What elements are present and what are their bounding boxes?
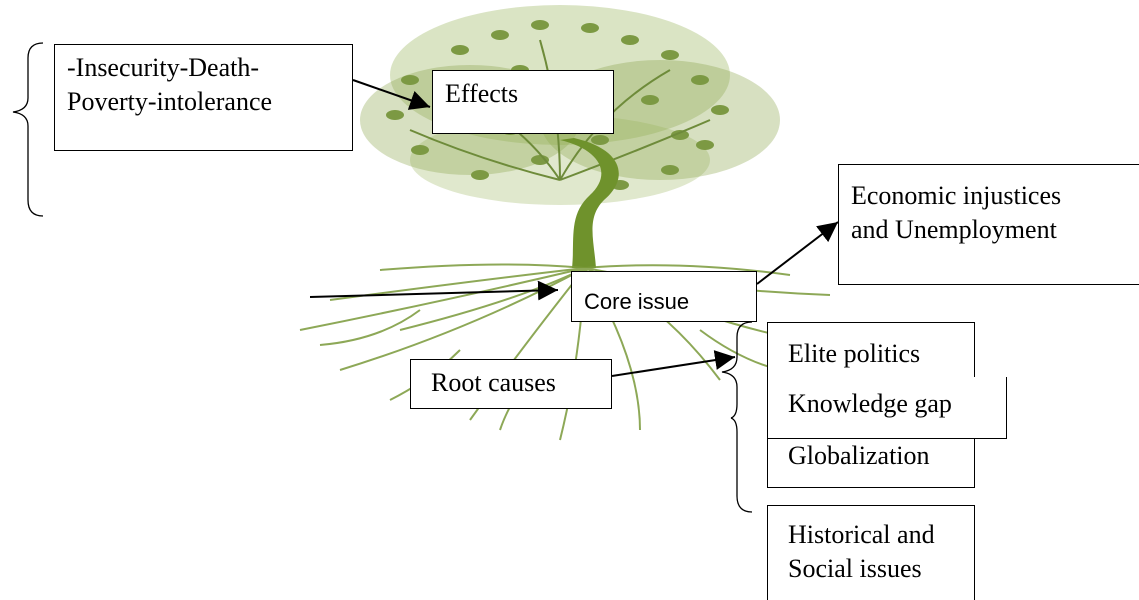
effects-list-line-1: -Insecurity-Death-: [67, 53, 260, 82]
arrow-to-effects: [352, 79, 431, 110]
economic-line-2: and Unemployment: [851, 214, 1057, 244]
historical-line-1: Historical and: [788, 520, 935, 549]
cause-elite-politics-box: Elite politics: [767, 322, 975, 378]
historical-line-2: Social issues: [788, 553, 922, 583]
effects-list-line-2: Poverty-intolerance: [67, 86, 273, 116]
arrow-from-root-causes: [611, 350, 736, 377]
arrow-to-economic: [756, 221, 839, 285]
root-causes-label: Root causes: [431, 368, 556, 397]
cause-globalization: Globalization: [788, 441, 930, 470]
arrow-to-core-issue: [309, 280, 559, 301]
root-causes-box: Root causes: [410, 359, 612, 409]
tree-trunk: [560, 138, 619, 268]
core-issue-box: Core issue: [571, 271, 757, 322]
core-issue-label: Core issue: [584, 289, 690, 314]
effects-list-box: -Insecurity-Death- Poverty-intolerance: [54, 44, 353, 151]
left-brace: [12, 42, 44, 217]
effects-box: Effects: [432, 70, 614, 134]
right-brace-upper: [721, 321, 753, 419]
effects-label: Effects: [445, 79, 519, 108]
historical-box: Historical and Social issues: [767, 505, 975, 600]
cause-elite-politics: Elite politics: [788, 339, 921, 368]
cause-knowledge-gap-box: Knowledge gap: [767, 377, 1007, 439]
cause-globalization-box: Globalization: [767, 438, 975, 488]
economic-box: Economic injustices and Unemployment: [838, 164, 1139, 285]
economic-line-1: Economic injustices: [851, 181, 1062, 210]
right-brace-lower: [730, 417, 753, 513]
cause-knowledge-gap: Knowledge gap: [788, 389, 952, 418]
